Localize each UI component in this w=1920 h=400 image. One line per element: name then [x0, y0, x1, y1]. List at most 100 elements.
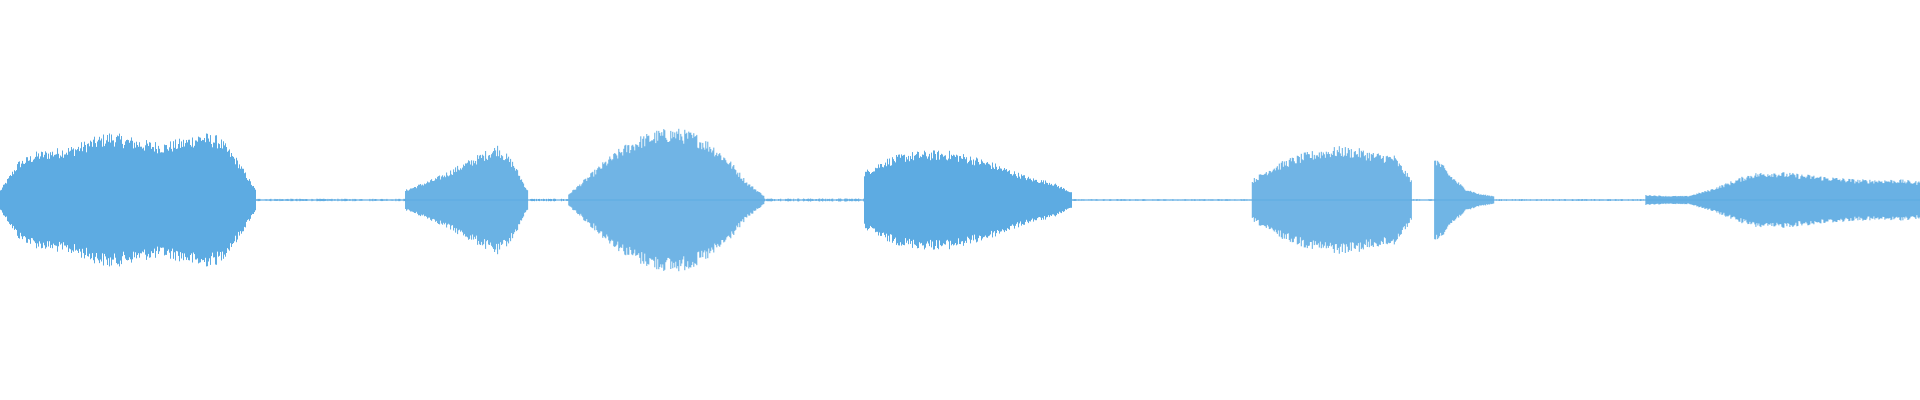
waveform-sample [1846, 181, 1848, 219]
waveform-sample [6, 183, 7, 217]
silence-sample [1524, 199, 1526, 201]
waveform-sample [1436, 165, 1438, 235]
waveform-sample [186, 140, 187, 260]
waveform-sample [26, 157, 27, 243]
waveform-sample [724, 158, 726, 242]
waveform-sample [967, 163, 968, 237]
waveform-sample [878, 164, 879, 236]
silence-sample [1131, 199, 1133, 201]
silence-sample [855, 198, 857, 202]
waveform-sample [1342, 156, 1344, 244]
waveform-sample [949, 150, 950, 250]
waveform-sample [1053, 185, 1054, 215]
waveform-sample [1852, 179, 1854, 221]
waveform-sample [1260, 174, 1262, 226]
waveform-sample [649, 141, 651, 259]
silence-sample [773, 199, 775, 201]
waveform-sample [869, 172, 870, 229]
waveform-sample [655, 143, 657, 257]
waveform-sample [93, 139, 94, 261]
waveform-sample [1784, 176, 1786, 224]
waveform-sample [897, 156, 898, 244]
silence-sample [376, 199, 378, 201]
silence-sample [831, 198, 833, 202]
waveform-sample [908, 155, 909, 245]
waveform-sample [413, 187, 415, 213]
waveform-sample [1315, 155, 1317, 245]
waveform-sample [124, 145, 125, 255]
waveform-sample [418, 184, 420, 216]
waveform-sample [522, 181, 524, 219]
silence-sample [842, 199, 844, 201]
waveform-sample [1006, 169, 1007, 231]
silence-sample [380, 199, 382, 201]
waveform-sample [1756, 176, 1758, 224]
waveform-sample [1385, 156, 1387, 244]
waveform-sample [1311, 151, 1313, 249]
silence-sample [764, 198, 766, 202]
waveform-sample [586, 181, 588, 220]
silence-sample [1599, 199, 1601, 201]
waveform-sample [427, 181, 429, 219]
waveform-sample [488, 155, 490, 245]
silence-sample [1615, 199, 1617, 201]
waveform-sample [1849, 179, 1851, 221]
waveform-sample [49, 158, 50, 242]
waveform-sample [615, 153, 617, 247]
silence-sample [268, 199, 270, 201]
waveform-sample [638, 146, 640, 254]
silence-sample [255, 199, 257, 201]
waveform-sample [22, 160, 23, 240]
silence-sample [542, 199, 543, 201]
waveform-sample [78, 146, 79, 253]
silence-sample [278, 199, 280, 201]
silence-sample [398, 198, 400, 202]
waveform-sample [107, 135, 108, 265]
waveform-sample [108, 141, 109, 259]
waveform-sample [1396, 160, 1398, 240]
silence-sample [1616, 199, 1618, 201]
waveform-sample [1822, 180, 1824, 220]
waveform-sample [1456, 182, 1458, 218]
waveform-sample [221, 139, 222, 261]
waveform-sample [1333, 147, 1335, 253]
waveform-sample [422, 184, 424, 216]
waveform-sample [16, 170, 17, 230]
waveform-sample [991, 169, 992, 231]
waveform-sample [1888, 181, 1890, 219]
silence-sample [1628, 199, 1630, 201]
waveform-sample [48, 153, 49, 247]
waveform-sample [1002, 170, 1003, 230]
waveform-sample [1706, 191, 1708, 209]
waveform-sample [46, 152, 47, 248]
waveform-sample [91, 141, 92, 259]
waveform-sample [954, 155, 955, 245]
waveform-sample [142, 148, 143, 252]
waveform-sample [763, 195, 765, 205]
waveform-sample [1835, 178, 1837, 222]
silence-sample [1137, 199, 1139, 201]
waveform-sample [682, 140, 684, 260]
silence-sample [806, 199, 808, 201]
silence-sample [1635, 199, 1637, 201]
waveform-sample [988, 163, 989, 237]
waveform-sample [1285, 161, 1287, 239]
silence-sample [369, 198, 371, 202]
waveform-sample [456, 171, 458, 229]
silence-sample [1543, 199, 1545, 201]
waveform-sample [1683, 196, 1685, 204]
waveform-sample [39, 158, 40, 242]
waveform-sample [447, 175, 449, 225]
waveform-sample [914, 155, 915, 245]
waveform-sample [513, 166, 515, 235]
waveform-sample [1851, 179, 1853, 221]
waveform-sample [621, 152, 623, 248]
silence-sample [1495, 199, 1497, 201]
waveform-sample [986, 162, 987, 238]
silence-sample [319, 198, 321, 202]
waveform-sample [41, 151, 42, 249]
waveform-sample [1688, 196, 1690, 204]
silence-sample [785, 198, 787, 202]
silence-sample [325, 199, 327, 201]
